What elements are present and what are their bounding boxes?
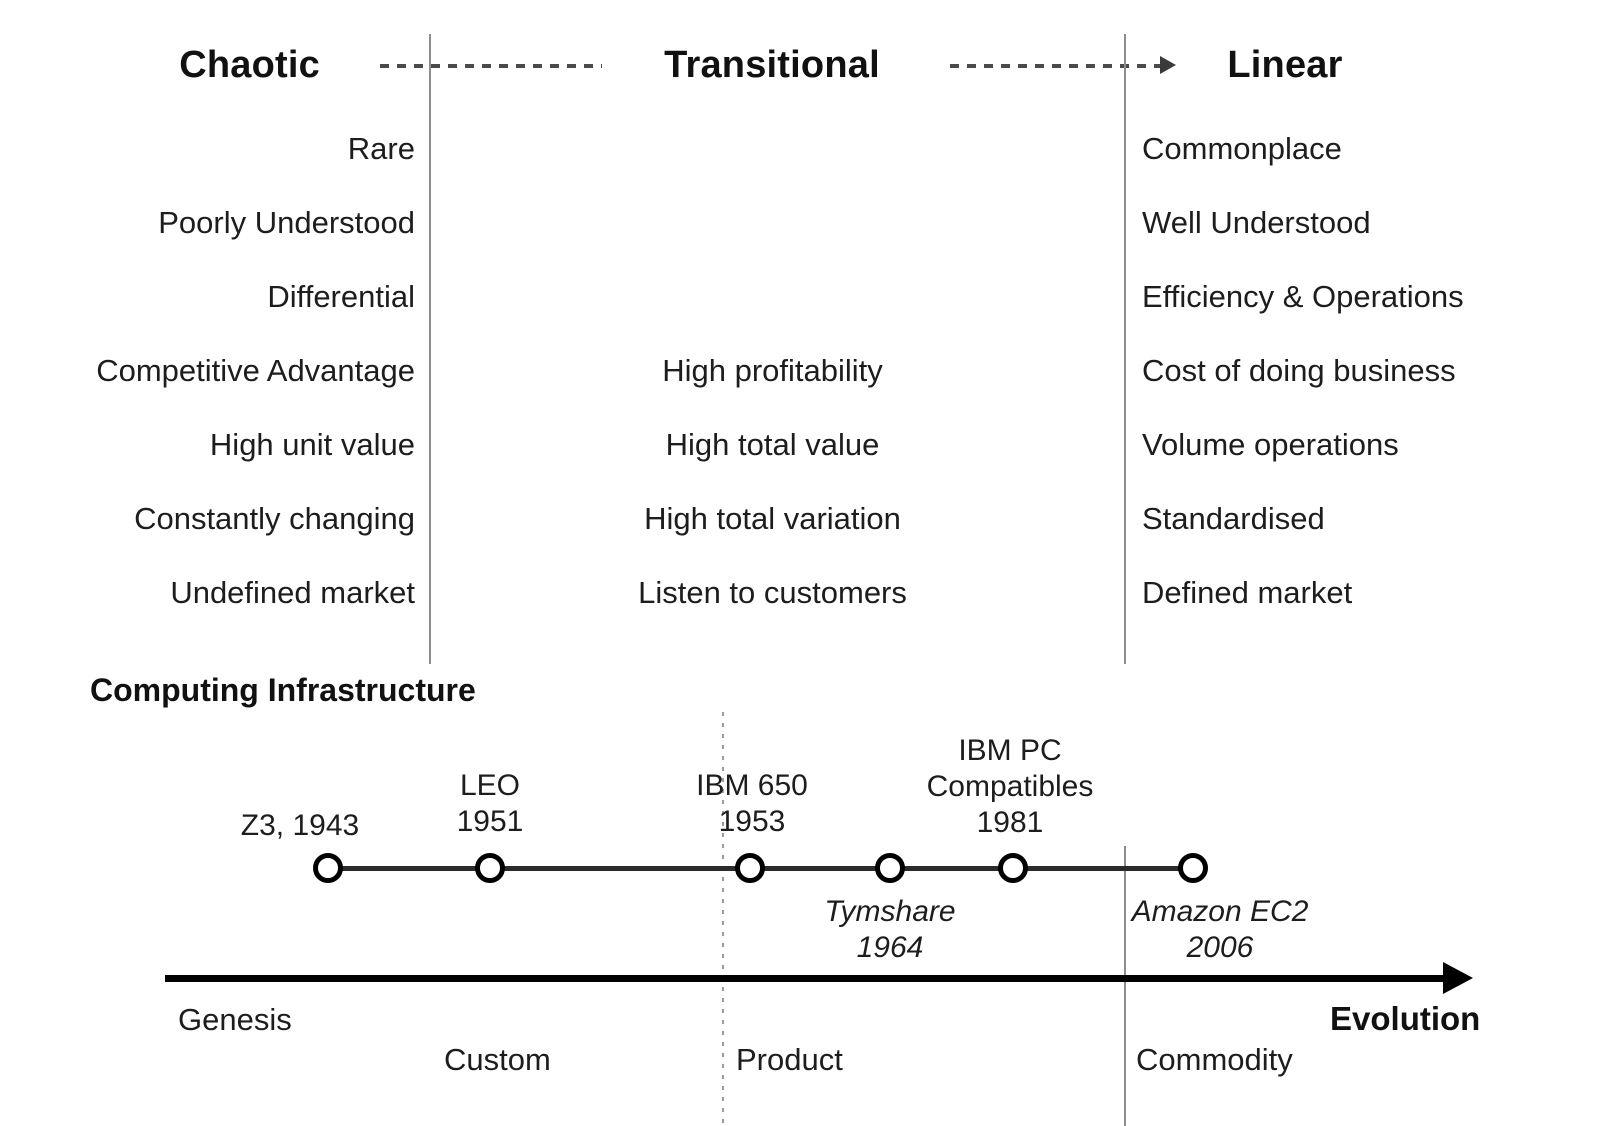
table-row: Differential Efficiency & Operations	[0, 260, 1600, 334]
attribute-left: Poorly Understood	[158, 205, 415, 240]
dashed-connector-left	[380, 64, 602, 68]
axis-stage-custom-note: Built	[444, 1120, 704, 1126]
attribute-middle: High total variation	[644, 501, 901, 536]
timeline-label-amazon-ec2: Amazon EC2 2006	[1131, 895, 1309, 964]
timeline-label-leo: LEO 1951	[456, 769, 524, 838]
timeline-label-z3: Z3, 1943	[240, 809, 360, 842]
stage-header-linear: Linear	[1227, 44, 1343, 86]
axis-stage-custom: Custom Built	[444, 1000, 704, 1126]
evolution-arrow-head-icon	[1443, 962, 1473, 994]
table-row: High unit value High total value Volume …	[0, 408, 1600, 482]
stage-header-chaotic: Chaotic	[179, 44, 320, 86]
axis-stage-genesis: Genesis	[178, 1002, 292, 1037]
attribute-right: Standardised	[1142, 501, 1325, 536]
divider-line-custom-boundary	[429, 34, 431, 664]
dashed-connector-right	[950, 64, 1162, 68]
axis-stage-commodity-note: (+ utility)	[1136, 1120, 1436, 1126]
attribute-middle: High profitability	[662, 353, 883, 388]
evolution-axis-line	[165, 975, 1460, 982]
axis-stage-product-note: (+ rental)	[736, 1120, 1036, 1126]
timeline-node-ibm650[interactable]	[735, 853, 765, 883]
table-row: Constantly changing High total variation…	[0, 482, 1600, 556]
attribute-left: Differential	[267, 279, 415, 314]
axis-stage-commodity-name: Commodity	[1136, 1042, 1293, 1077]
attribute-right: Commonplace	[1142, 131, 1342, 166]
attribute-left: Constantly changing	[134, 501, 415, 536]
timeline-node-amazon-ec2[interactable]	[1178, 853, 1208, 883]
axis-stage-product: Product (+ rental)	[736, 1000, 1036, 1126]
stage-header-transitional: Transitional	[664, 44, 880, 86]
attribute-table: Rare Commonplace Poorly Understood Well …	[0, 112, 1600, 630]
attribute-middle: Listen to customers	[638, 575, 907, 610]
attribute-left: Undefined market	[170, 575, 415, 610]
table-row: Undefined market Listen to customers Def…	[0, 556, 1600, 630]
attribute-left: High unit value	[209, 427, 415, 462]
timeline-node-tymshare[interactable]	[875, 853, 905, 883]
evolution-axis-title: Evolution	[1330, 1000, 1481, 1037]
divider-line-product-dotted	[722, 712, 724, 1126]
table-row: Rare Commonplace	[0, 112, 1600, 186]
divider-line-commodity-lower	[1124, 846, 1126, 1126]
timeline-label-ibm-pc: IBM PC Compatibles 1981	[926, 734, 1094, 839]
timeline-label-tymshare: Tymshare 1964	[824, 895, 956, 964]
timeline-node-z3[interactable]	[313, 853, 343, 883]
table-row: Competitive Advantage High profitability…	[0, 334, 1600, 408]
attribute-middle: High total value	[665, 427, 880, 462]
timeline-label-ibm650: IBM 650 1953	[696, 769, 808, 838]
attribute-left: Rare	[347, 131, 415, 166]
attribute-right: Defined market	[1142, 575, 1353, 610]
axis-stage-custom-name: Custom	[444, 1042, 551, 1077]
dashed-arrow-head-icon	[1160, 56, 1176, 74]
attribute-right: Cost of doing business	[1142, 353, 1456, 388]
attribute-right: Well Understood	[1142, 205, 1371, 240]
attribute-left: Competitive Advantage	[96, 353, 415, 388]
attribute-right: Volume operations	[1142, 427, 1399, 462]
timeline-node-ibm-pc[interactable]	[998, 853, 1028, 883]
axis-stage-product-name: Product	[736, 1042, 843, 1077]
table-row: Poorly Understood Well Understood	[0, 186, 1600, 260]
divider-line-commodity-boundary	[1124, 34, 1126, 664]
timeline-node-leo[interactable]	[475, 853, 505, 883]
attribute-right: Efficiency & Operations	[1142, 279, 1464, 314]
axis-stage-commodity: Commodity (+ utility)	[1136, 1000, 1436, 1126]
timeline-title: Computing Infrastructure	[90, 672, 476, 708]
